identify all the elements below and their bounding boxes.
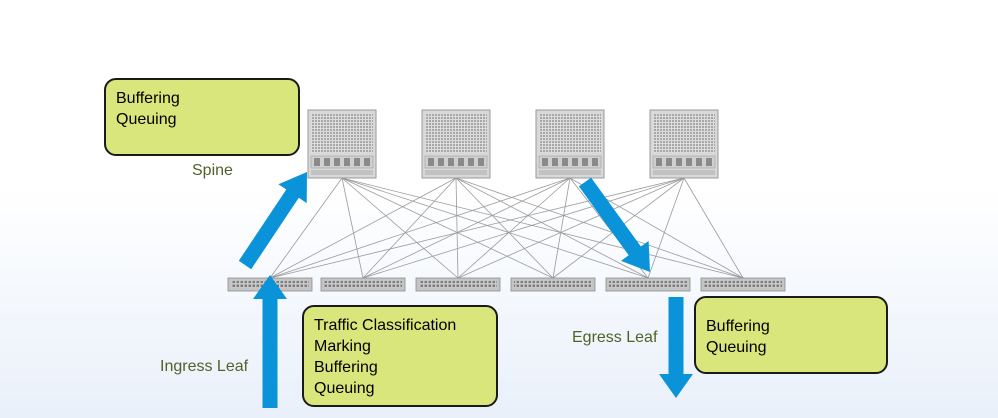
fabric-link [683,177,744,279]
egress-callout-line: Queuing [706,339,767,356]
fabric-link [552,177,571,279]
fabric-link [455,177,459,279]
fabric-link [362,177,685,279]
leaf-switch [700,277,786,292]
fabric-link [341,177,744,279]
fabric-link [269,177,457,279]
leaf-switches [227,277,786,292]
spine-switch [649,109,719,179]
spine-to-egress-arrow [578,177,650,272]
spine-switch [535,109,605,179]
spine-switch [421,109,491,179]
ingress-callout-line: Traffic Classification [314,317,457,334]
fabric-link [455,177,649,279]
ingress-up-arrow [253,275,287,408]
fabric-link [455,177,744,279]
leaf-switch [320,277,406,292]
fabric-link [269,177,343,279]
ingress-callout-line: Buffering [314,359,378,376]
spine-callout-line: Buffering [116,90,180,107]
fabric-link [341,177,649,279]
egress-leaf-label: Egress Leaf [572,329,658,346]
spine-callout-line: Queuing [116,111,177,128]
fabric-link [647,177,685,279]
fabric-link [457,177,685,279]
ingress-callout-line: Marking [314,338,371,355]
fabric-link [362,177,571,279]
fabric-links [269,177,744,279]
spine-switch [307,109,377,179]
egress-callout-line: Buffering [706,318,770,335]
fabric-link [269,177,571,279]
ingress-to-spine-arrow [238,172,307,270]
leaf-switch [510,277,596,292]
ingress-callout-line: Queuing [314,380,375,397]
fabric-link [341,177,364,279]
fabric-link [455,177,554,279]
leaf-switch [415,277,501,292]
spine-switches [307,109,719,179]
spine-callout: Buffering Queuing [104,78,300,156]
fabric-link [269,177,685,279]
fabric-link [341,177,459,279]
ingress-callout: Traffic Classification Marking Buffering… [302,305,498,407]
egress-callout: Buffering Queuing [694,296,888,374]
leaf-switch [605,277,691,292]
fabric-link [341,177,554,279]
fabric-link [362,177,457,279]
traffic-arrows [238,172,693,408]
ingress-leaf-label: Ingress Leaf [160,358,249,375]
fabric-link [457,177,571,279]
egress-down-arrow [659,297,693,398]
spine-label: Spine [192,162,233,179]
